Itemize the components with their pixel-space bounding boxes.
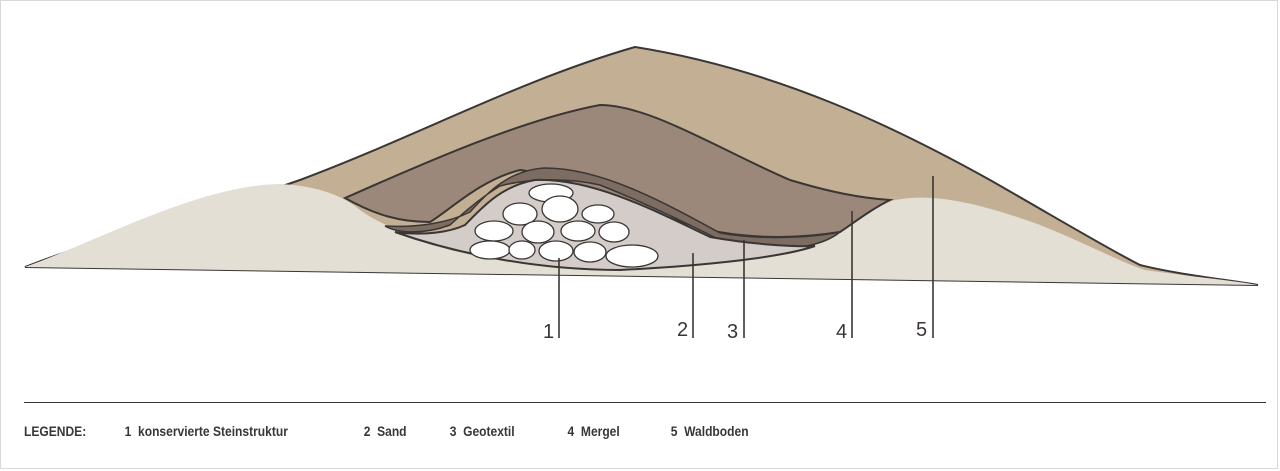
marker-4: 4: [836, 321, 847, 343]
legend-item-4-label: Mergel: [580, 423, 620, 439]
steinstruktur-stones: [469, 183, 659, 268]
stone: [469, 240, 511, 260]
stone: [538, 240, 574, 262]
marker-5: 5: [916, 319, 927, 341]
legend-item-3-label: Geotextil: [463, 423, 515, 439]
legend-item-1: 1 konservierte Steinstruktur: [125, 423, 288, 439]
stone: [502, 202, 538, 226]
legend-item-4-number: 4: [567, 423, 575, 439]
legend-item-2: 2 Sand: [364, 423, 407, 439]
leader-lines: [558, 176, 934, 338]
legend-item-2-label: Sand: [377, 423, 407, 439]
stone: [541, 195, 579, 223]
legend-title: LEGENDE:: [24, 423, 87, 439]
stone: [581, 204, 615, 224]
marker-1: 1: [543, 321, 554, 343]
legend-item-3-number: 3: [449, 423, 457, 439]
stone: [598, 221, 630, 243]
stone: [605, 244, 659, 268]
legend-item-4: 4 Mergel: [568, 423, 620, 439]
legend-item-5: 5 Waldboden: [671, 423, 749, 439]
stone: [573, 241, 607, 263]
stone: [474, 220, 514, 242]
mergel-layer: [342, 103, 894, 238]
stone: [521, 220, 555, 244]
legend-item-5-label: Waldboden: [684, 423, 749, 439]
legend-item-1-label: konservierte Steinstruktur: [138, 423, 288, 439]
legend-item-2-number: 2: [363, 423, 371, 439]
marker-3: 3: [727, 321, 738, 343]
legend-item-3: 3 Geotextil: [450, 423, 515, 439]
marker-2: 2: [677, 319, 688, 341]
legend-item-1-number: 1: [124, 423, 132, 439]
stone: [560, 220, 596, 242]
cross-section-diagram: 1 2 3 4 5: [24, 45, 1259, 343]
legend-item-5-number: 5: [670, 423, 678, 439]
legend-divider: [24, 402, 1266, 403]
waldboden-layer: [25, 184, 1258, 285]
stone: [508, 240, 536, 260]
